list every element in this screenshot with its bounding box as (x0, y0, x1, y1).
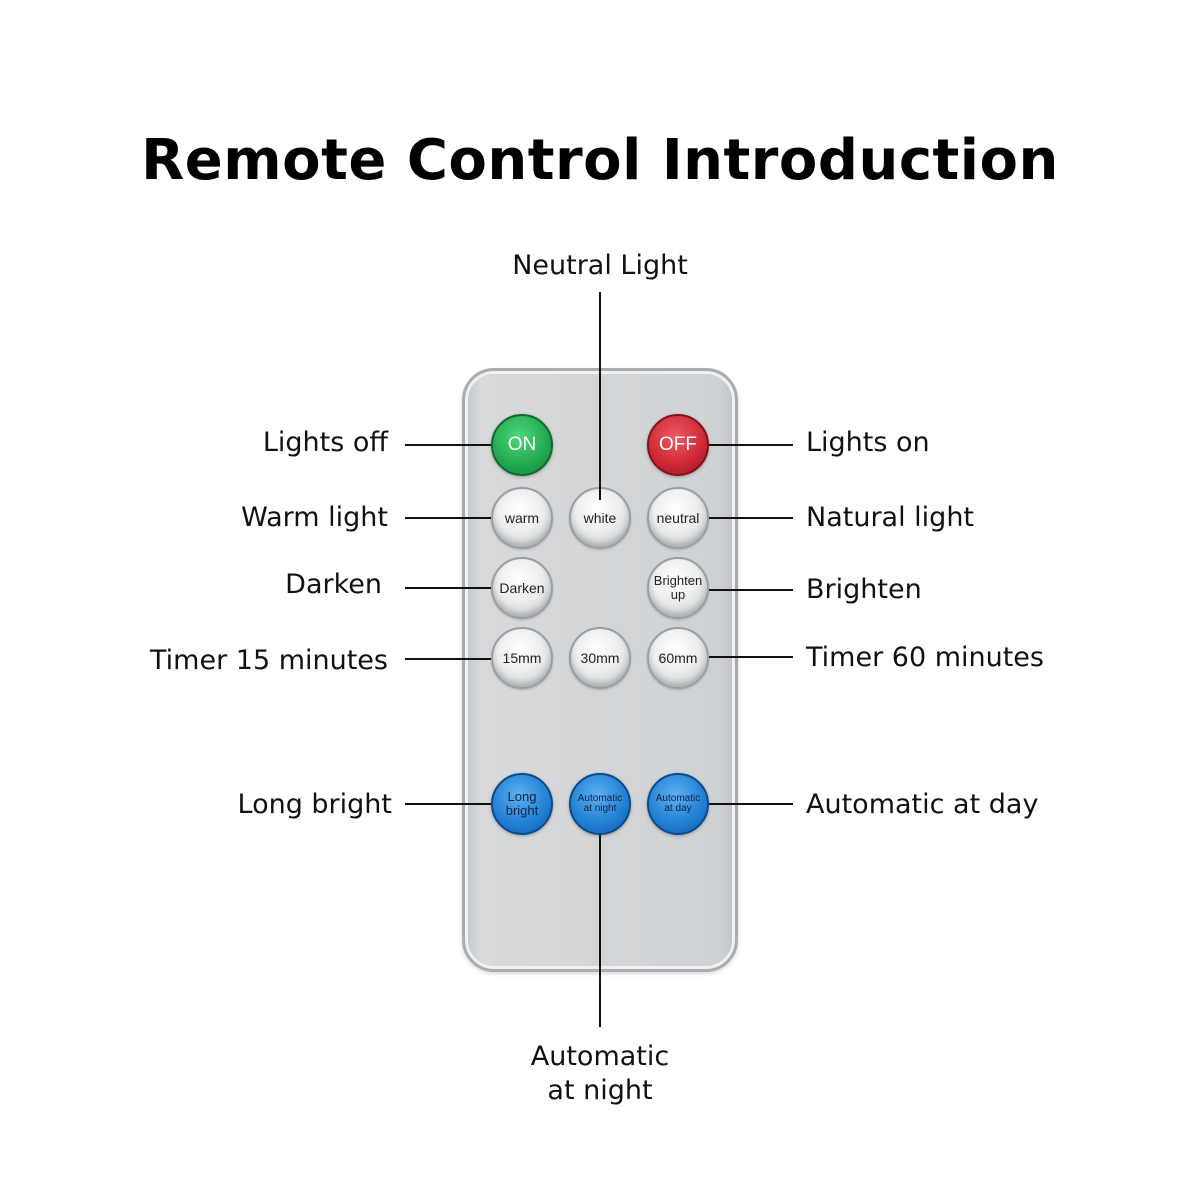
warm-button[interactable]: warm (491, 487, 553, 549)
white-button-label: white (583, 509, 617, 526)
label-lights-on: Lights on (806, 427, 930, 458)
timer-60-button-label: 60mm (658, 649, 698, 666)
label-natural-light: Natural light (806, 502, 975, 533)
label-lights-off: Lights off (262, 427, 388, 458)
darken-button-label: Darken (499, 579, 545, 596)
warm-button-label: warm (504, 509, 540, 526)
long-bright-button-label-line2: bright (505, 803, 539, 818)
darken-button[interactable]: Darken (491, 557, 553, 619)
automatic-at-night-button[interactable]: Automatic at night (569, 773, 631, 835)
label-timer-15-minutes: Timer 15 minutes (150, 645, 388, 676)
label-neutral-light: Neutral Light (512, 250, 688, 281)
automatic-at-day-button-label-line1: Automatic (655, 792, 701, 804)
label-timer-60-minutes: Timer 60 minutes (806, 642, 1044, 673)
timer-60-button[interactable]: 60mm (647, 627, 709, 689)
timer-15-button-label: 15mm (502, 649, 542, 666)
timer-30-button[interactable]: 30mm (569, 627, 631, 689)
automatic-at-day-button-label-line2: at day (664, 803, 692, 814)
page-title: Remote Control Introduction (141, 128, 1059, 193)
label-automatic-at-night-line2: at night (547, 1074, 653, 1106)
automatic-at-night-button-label-line1: Automatic (577, 792, 623, 804)
timer-15-button[interactable]: 15mm (491, 627, 553, 689)
automatic-at-day-button[interactable]: Automatic at day (647, 773, 709, 835)
label-brighten: Brighten (806, 574, 922, 605)
label-long-bright: Long bright (237, 789, 393, 820)
long-bright-button[interactable]: Long bright (491, 773, 553, 835)
label-automatic-at-night: Automatic at night (480, 1040, 720, 1108)
timer-30-button-label: 30mm (580, 649, 620, 666)
automatic-at-night-button-label-line2: at night (583, 803, 617, 814)
brighten-button-label-line1: Brighten (653, 573, 703, 589)
long-bright-button-label-line1: Long (507, 789, 537, 805)
brighten-button-label-line2: up (670, 587, 686, 602)
neutral-button-label: neutral (656, 509, 700, 526)
off-button[interactable]: OFF (647, 414, 709, 476)
on-button[interactable]: ON (491, 414, 553, 476)
neutral-button[interactable]: neutral (647, 487, 709, 549)
off-button-label: OFF (659, 434, 697, 456)
label-darken: Darken (285, 569, 382, 600)
brighten-up-button[interactable]: Brighten up (647, 557, 709, 619)
label-automatic-at-day: Automatic at day (806, 789, 1039, 820)
on-button-label: ON (507, 434, 537, 456)
label-warm-light: Warm light (241, 502, 388, 533)
label-automatic-at-night-line1: Automatic (530, 1041, 670, 1072)
